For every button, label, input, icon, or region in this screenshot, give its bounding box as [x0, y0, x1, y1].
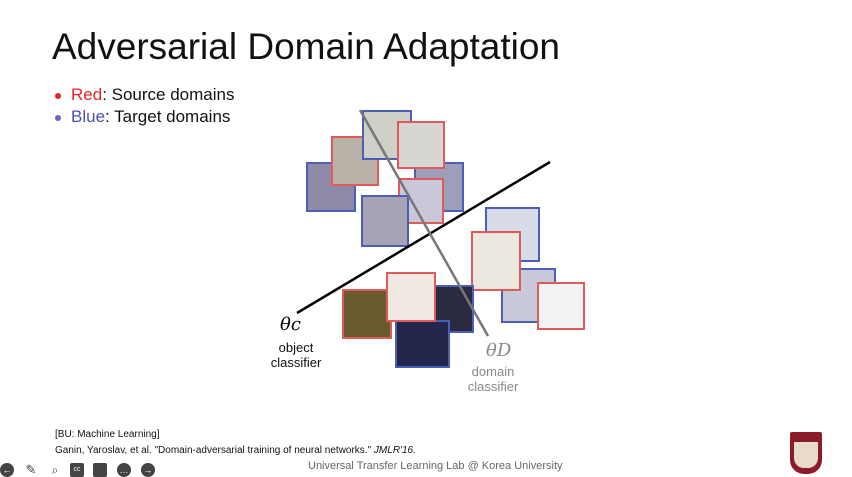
bullet-text: : Source domains [102, 85, 235, 104]
source-image [386, 272, 436, 322]
bullet-dot [55, 92, 61, 99]
footer-text: Universal Transfer Learning Lab @ Korea … [308, 460, 563, 472]
bullet-keyword: Blue [71, 107, 106, 126]
camera-icon[interactable] [93, 463, 107, 477]
theta-d: θD [486, 340, 512, 361]
target-image [361, 195, 409, 247]
previous-icon[interactable]: ← [0, 463, 14, 477]
domain-classifier-line [358, 109, 490, 337]
next-icon[interactable]: → [141, 463, 155, 477]
pen-icon[interactable]: ✎ [25, 462, 37, 477]
slide-title: Adversarial Domain Adaptation [52, 26, 561, 67]
source-image [537, 282, 585, 330]
domain-classifier-label: domain classifier [467, 364, 519, 394]
source-image [471, 231, 521, 291]
bullet-red: Red: Source domains [55, 85, 234, 105]
theta-c: θc [280, 314, 301, 335]
captions-icon[interactable]: cc [70, 463, 84, 477]
more-icon[interactable]: … [117, 463, 131, 477]
bullet-text: : Target domains [105, 107, 231, 126]
object-classifier-label: object classifier [270, 340, 322, 370]
source-tag: [BU: Machine Learning] [55, 429, 160, 440]
citation-text: Ganin, Yaroslav, et al. "Domain-adversar… [55, 445, 374, 456]
korea-university-logo [790, 432, 822, 474]
bullet-dot [55, 114, 61, 121]
bullet-blue: Blue: Target domains [55, 107, 230, 127]
citation: Ganin, Yaroslav, et al. "Domain-adversar… [55, 445, 416, 457]
citation-venue: JMLR'16. [373, 445, 416, 456]
zoom-icon[interactable]: ⌕ [51, 463, 59, 477]
object-classifier-line [296, 160, 551, 315]
source-image [397, 121, 445, 169]
source-image [342, 289, 392, 339]
bullet-keyword: Red [71, 85, 103, 104]
